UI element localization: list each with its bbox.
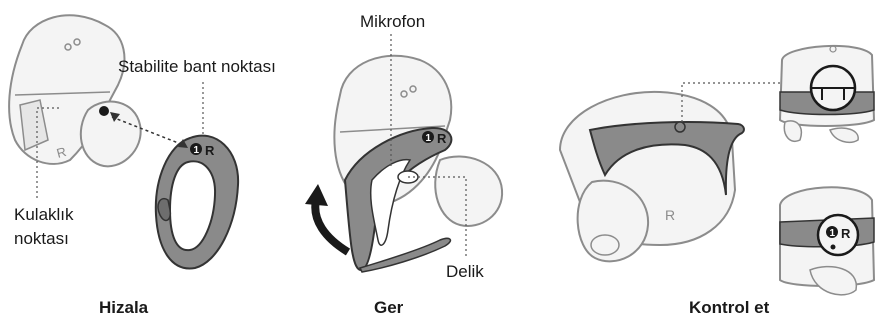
caption-stretch: Ger [374, 298, 403, 318]
inset-bottom: 1 R [780, 187, 874, 295]
svg-text:1: 1 [194, 145, 200, 156]
caption-align: Hizala [99, 298, 148, 318]
svg-text:1: 1 [830, 228, 836, 239]
inset-magnifier-bottom [818, 215, 858, 255]
svg-text:R: R [841, 226, 851, 241]
earbud-point-label-line2: noktası [14, 229, 69, 249]
ear-tip [435, 157, 502, 226]
earbud-side-mark: R [665, 207, 675, 223]
svg-text:R: R [205, 143, 215, 158]
panel-stretch-drawing: 1 R [305, 34, 502, 272]
caption-check: Kontrol et [689, 298, 769, 318]
stability-band-point-label: Stabilite bant noktası [118, 57, 276, 77]
earbud-point-dot [99, 106, 109, 116]
earbud-point-label-line1: Kulaklık [14, 205, 74, 225]
inset-top [780, 46, 874, 142]
microphone-label: Mikrofon [360, 12, 425, 32]
svg-text:R: R [437, 131, 447, 146]
stretch-arrow [315, 200, 348, 252]
ear-tip [81, 102, 141, 167]
hole-label: Delik [446, 262, 484, 282]
svg-text:1: 1 [426, 133, 432, 144]
panel-check-drawing: R 1 R [560, 46, 874, 295]
